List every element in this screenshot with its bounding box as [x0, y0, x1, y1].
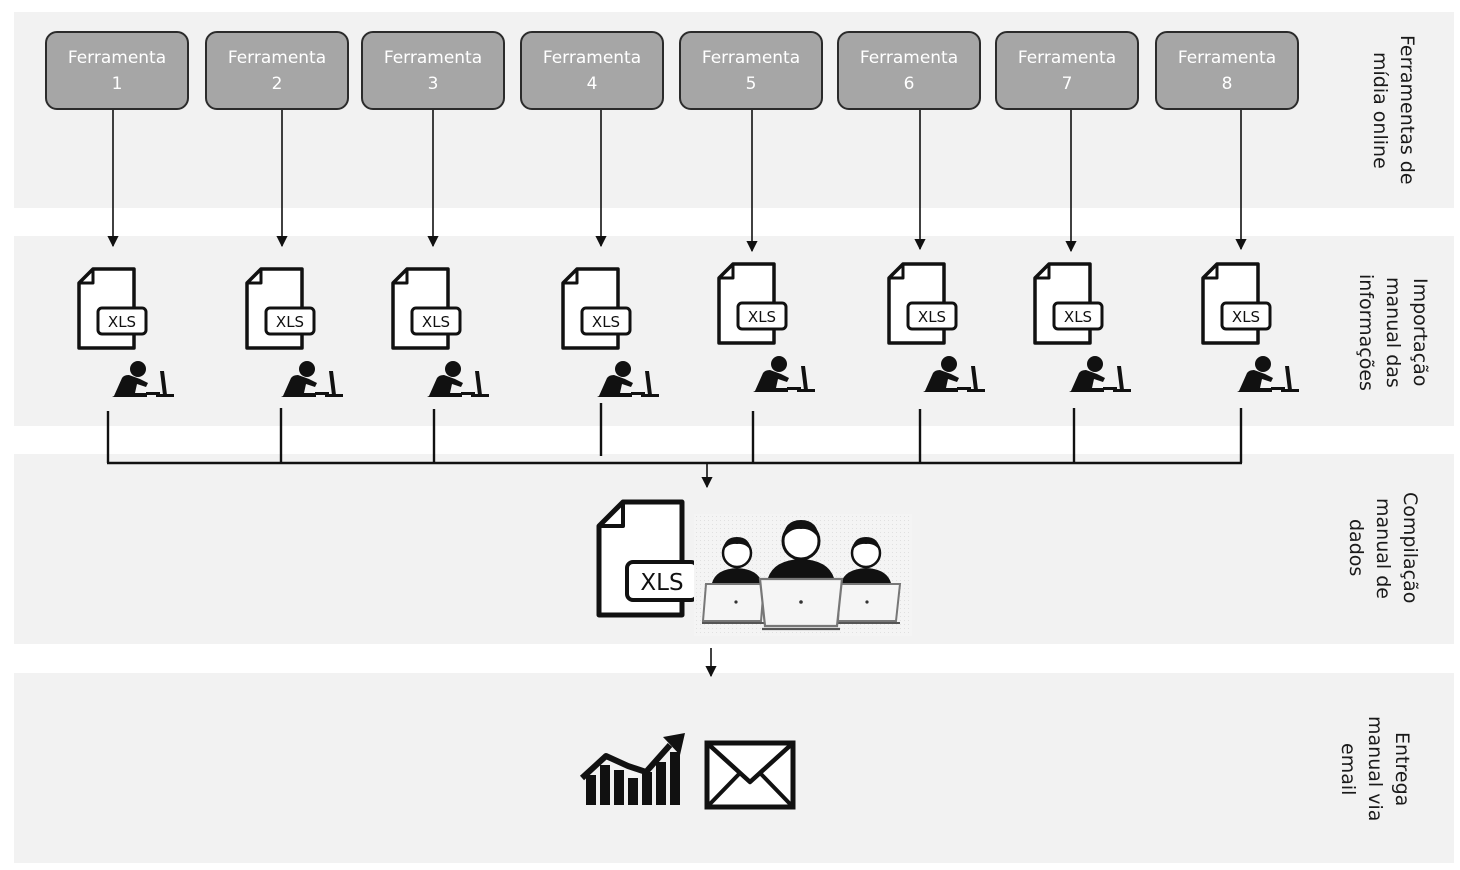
stage-label-line: Ferramentas de — [1396, 35, 1418, 185]
tool-box-1: Ferramenta 1 — [45, 31, 189, 110]
stage-label-tools: Ferramentas de mídia online — [1366, 24, 1420, 196]
person-at-computer-icon — [753, 356, 815, 392]
xls-file-icon: XLS — [391, 267, 462, 350]
team-with-laptops-icon — [694, 514, 912, 636]
xls-file-icon: XLS — [1033, 262, 1104, 345]
stage-label-line: Importação — [1409, 277, 1431, 387]
stage-label-line: manual das — [1382, 276, 1404, 388]
stage-label-import: Importação manual das informações — [1352, 254, 1433, 410]
stage-label-compile: Compilação manual de dados — [1342, 478, 1423, 618]
envelope-icon — [704, 740, 796, 810]
tool-number: 7 — [1061, 73, 1073, 94]
xls-label: XLS — [592, 313, 620, 331]
tool-number: 6 — [903, 73, 915, 94]
tool-number: 1 — [111, 73, 123, 94]
xls-label: XLS — [1064, 308, 1092, 326]
xls-file-icon: XLS — [561, 267, 632, 350]
xls-file-icon: XLS — [596, 499, 699, 618]
tool-number: 8 — [1221, 73, 1233, 94]
tool-number: 3 — [427, 73, 439, 94]
tool-number: 4 — [586, 73, 598, 94]
xls-label: XLS — [422, 313, 450, 331]
tool-label: Ferramenta — [859, 47, 959, 68]
tool-label: Ferramenta — [701, 47, 801, 68]
person-at-computer-icon — [1069, 356, 1131, 392]
tool-label: Ferramenta — [67, 47, 167, 68]
tool-box-7: Ferramenta 7 — [995, 31, 1139, 110]
growth-chart-icon — [579, 733, 685, 805]
xls-label: XLS — [1232, 308, 1260, 326]
person-at-computer-icon — [597, 361, 659, 397]
xls-label: XLS — [748, 308, 776, 326]
merge-connector — [106, 403, 1243, 465]
stage-label-line: informações — [1355, 273, 1377, 391]
tool-label: Ferramenta — [542, 47, 642, 68]
xls-file-icon: XLS — [245, 267, 316, 350]
person-at-computer-icon — [1237, 356, 1299, 392]
stage-label-line: manual de — [1372, 497, 1394, 599]
tool-number: 2 — [271, 73, 283, 94]
person-at-computer-icon — [112, 361, 174, 397]
tool-box-2: Ferramenta 2 — [205, 31, 349, 110]
tool-box-8: Ferramenta 8 — [1155, 31, 1299, 110]
tool-box-5: Ferramenta 5 — [679, 31, 823, 110]
stage-label-line: mídia online — [1369, 51, 1391, 169]
xls-file-icon: XLS — [77, 267, 148, 350]
xls-label: XLS — [108, 313, 136, 331]
tool-box-3: Ferramenta 3 — [361, 31, 505, 110]
stage-label-line: Compilação — [1399, 492, 1421, 604]
person-at-computer-icon — [281, 361, 343, 397]
stage-label-line: dados — [1345, 519, 1367, 577]
xls-label: XLS — [640, 570, 683, 596]
tool-box-6: Ferramenta 6 — [837, 31, 981, 110]
xls-file-icon: XLS — [717, 262, 788, 345]
tool-box-4: Ferramenta 4 — [520, 31, 664, 110]
xls-file-icon: XLS — [1201, 262, 1272, 345]
tool-label: Ferramenta — [227, 47, 327, 68]
stage-label-delivery: Entrega manual via email — [1334, 696, 1415, 842]
stage-label-line: manual via — [1364, 716, 1386, 822]
tool-label: Ferramenta — [1177, 47, 1277, 68]
person-at-computer-icon — [923, 356, 985, 392]
stage-label-line: email — [1337, 742, 1359, 796]
xls-label: XLS — [276, 313, 304, 331]
tool-number: 5 — [745, 73, 757, 94]
stage-label-line: Entrega — [1391, 731, 1413, 807]
xls-label: XLS — [918, 308, 946, 326]
tool-label: Ferramenta — [1017, 47, 1117, 68]
person-at-computer-icon — [427, 361, 489, 397]
xls-file-icon: XLS — [887, 262, 958, 345]
tool-label: Ferramenta — [383, 47, 483, 68]
